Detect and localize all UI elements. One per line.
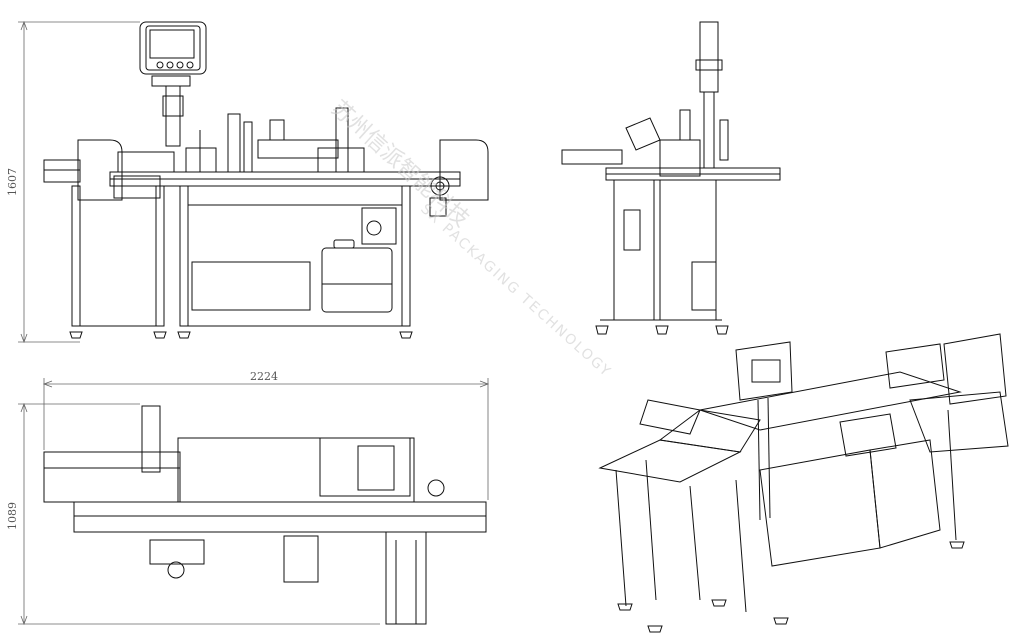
iso-right-guard — [943, 333, 1007, 405]
lower-panel — [191, 261, 311, 311]
side-conveyor-stub — [561, 149, 623, 165]
iso-outfeed — [909, 391, 1009, 453]
main-body-top — [177, 437, 415, 503]
side-panel-mast — [699, 21, 719, 93]
right-guard — [439, 139, 489, 201]
iso-infeed — [598, 439, 742, 483]
frame-leg — [71, 185, 81, 327]
frame-leg — [155, 185, 165, 327]
depth-dimension-label: 1089 — [6, 502, 19, 530]
gear-unit — [149, 539, 205, 565]
height-dimension-line — [18, 20, 140, 344]
control-panel-screen — [149, 29, 195, 59]
iso-lower-panel — [759, 449, 881, 567]
frame-leg — [401, 185, 411, 327]
depth-dimension-line — [18, 402, 380, 626]
iso-main-conveyor — [698, 371, 962, 431]
height-dimension-label: 1607 — [6, 168, 19, 196]
watermark: 苏州信派智能科技 SX PACKAGING TECHNOLOGY — [326, 96, 614, 381]
left-guard — [77, 139, 123, 201]
frame-leg-top — [385, 531, 427, 625]
iso-control-panel — [735, 341, 793, 401]
width-dimension-label: 2224 — [250, 370, 278, 383]
watermark-en: SX PACKAGING TECHNOLOGY — [417, 201, 614, 381]
isometric-view — [598, 333, 1009, 633]
width-dimension-line — [42, 378, 490, 500]
front-view: 1607 — [6, 20, 489, 344]
frame-leg — [179, 185, 189, 327]
control-panel-housing — [139, 21, 207, 75]
infeed-conveyor — [43, 159, 81, 183]
electrical-box — [321, 247, 393, 313]
side-view — [561, 21, 781, 335]
top-view: 2224 1089 — [6, 370, 490, 626]
conveyor-top — [73, 501, 487, 533]
